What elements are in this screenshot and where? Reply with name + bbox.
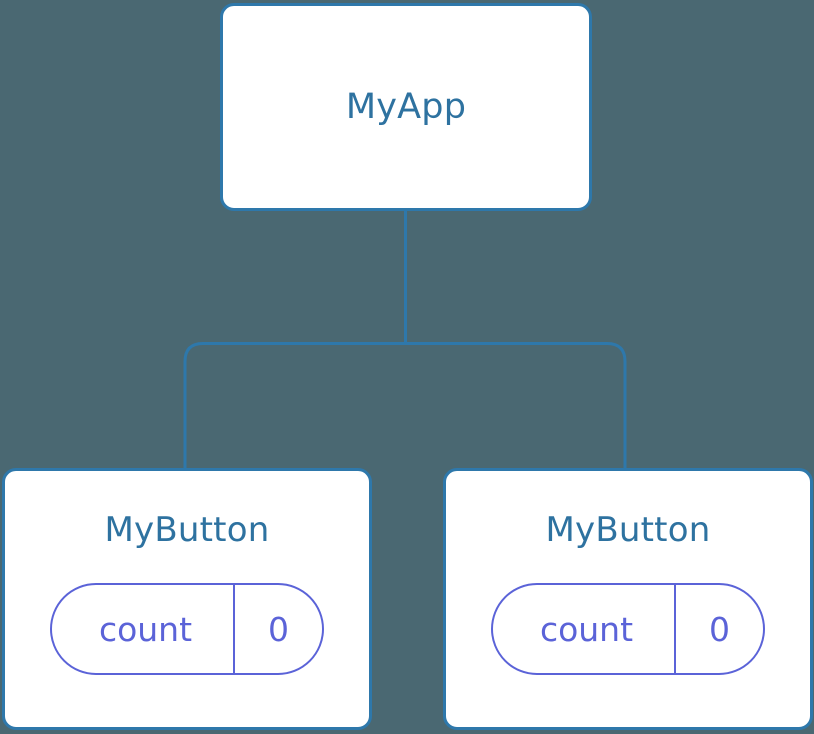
state-key: count [539,609,634,649]
tree-node-mybutton-left[interactable]: MyButton count 0 [2,468,372,730]
node-title: MyApp [345,86,467,127]
connector-elbow-left [183,342,406,469]
state-key: count [98,609,193,649]
tree-node-myapp[interactable]: MyApp [220,3,592,211]
state-badge[interactable]: count 0 [50,583,324,675]
state-value: 0 [233,585,322,673]
node-title: MyButton [104,510,270,550]
node-title: MyButton [545,510,711,550]
state-badge[interactable]: count 0 [491,583,765,675]
state-value: 0 [674,585,763,673]
connector-elbow-right [405,342,627,469]
tree-node-mybutton-right[interactable]: MyButton count 0 [443,468,813,730]
